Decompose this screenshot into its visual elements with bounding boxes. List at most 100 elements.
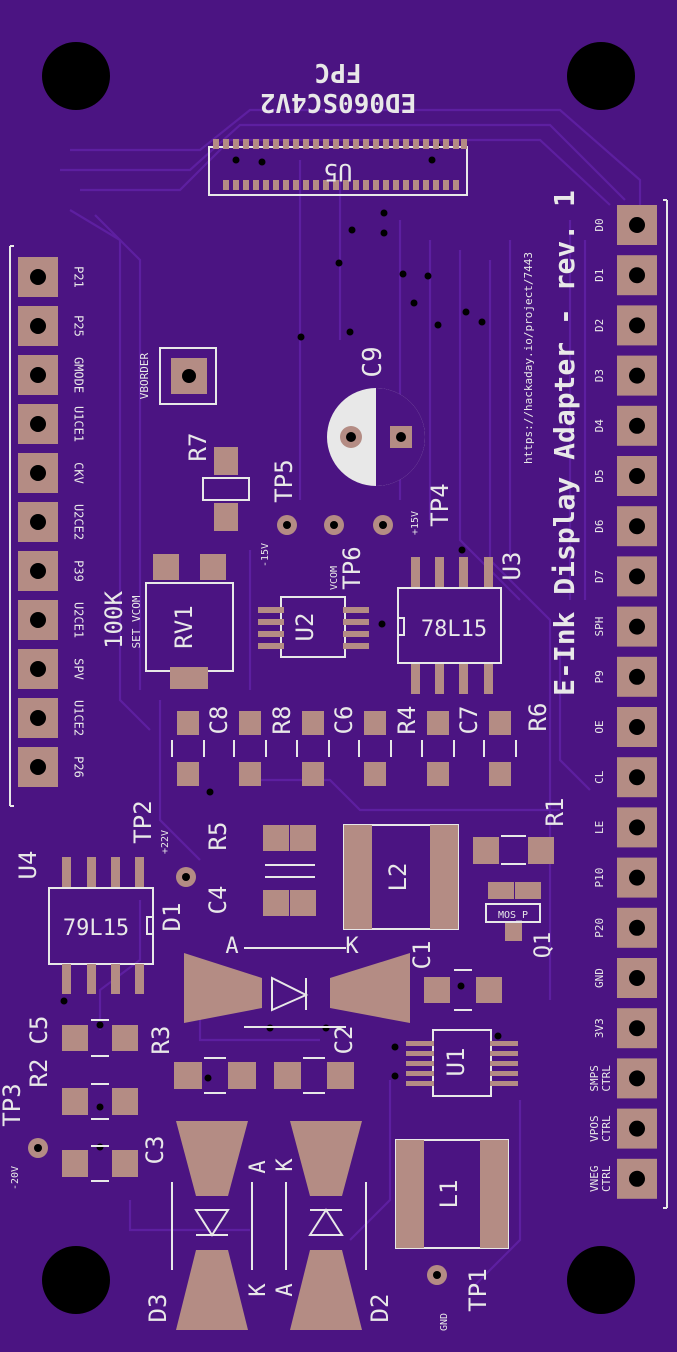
left-header-label: U2CE1 bbox=[72, 602, 86, 638]
right-header-hole bbox=[629, 1170, 645, 1187]
q1-label: Q1 bbox=[531, 932, 556, 959]
fpc-part-label: ED060SC4V2 bbox=[260, 87, 417, 117]
tp1-label: TP1 bbox=[464, 1268, 492, 1311]
d1-pad-right bbox=[330, 953, 410, 1023]
left-header-hole bbox=[30, 465, 46, 481]
c4-pad-right bbox=[290, 890, 316, 916]
rv1-value-label: 100K bbox=[100, 591, 128, 649]
r6-label: R6 bbox=[524, 703, 552, 732]
left-header-hole bbox=[30, 661, 46, 677]
d1-cathode-label: K bbox=[345, 934, 359, 959]
right-header-label: VNEGCTRL bbox=[588, 1165, 613, 1192]
left-header-hole bbox=[30, 318, 46, 334]
l2-pad-right bbox=[430, 825, 458, 929]
d2-pad-bottom bbox=[290, 1250, 362, 1330]
tp4-label: TP4 bbox=[426, 483, 454, 526]
r5-pad-right bbox=[290, 825, 316, 851]
u4-reg-label: 79L15 bbox=[63, 916, 129, 941]
l1-label: L1 bbox=[435, 1180, 463, 1209]
right-header-hole bbox=[629, 819, 645, 836]
left-header-hole bbox=[30, 710, 46, 726]
c1-label: C1 bbox=[408, 941, 436, 970]
right-header-label: GND bbox=[593, 968, 606, 988]
c8-label: C8 bbox=[205, 706, 233, 735]
right-header-label: P20 bbox=[593, 918, 606, 938]
u4-pads bbox=[62, 857, 144, 994]
r2-pad-right bbox=[112, 1088, 138, 1115]
left-header-hole bbox=[30, 563, 46, 579]
rv1-label: RV1 bbox=[170, 605, 198, 648]
tp4-net-label: +15V bbox=[410, 511, 421, 535]
left-header-label: P25 bbox=[72, 315, 86, 337]
tp3-net-label: -20V bbox=[10, 1166, 21, 1190]
right-header-label: D7 bbox=[593, 570, 606, 583]
d3-pad-top bbox=[176, 1121, 248, 1196]
right-header-hole bbox=[629, 468, 645, 484]
left-header-label: SPV bbox=[72, 658, 86, 680]
right-header-label: D5 bbox=[593, 469, 606, 482]
right-header-hole bbox=[629, 568, 645, 585]
d3-pad-bottom bbox=[176, 1250, 248, 1330]
u2-pads bbox=[258, 607, 369, 649]
u1-pads bbox=[406, 1041, 518, 1086]
r8-label: R8 bbox=[268, 706, 296, 735]
right-header-hole bbox=[629, 518, 645, 535]
r3-pad-right bbox=[228, 1062, 256, 1089]
left-header-hole bbox=[30, 269, 46, 285]
u3-outline bbox=[397, 587, 502, 664]
c5-label: C5 bbox=[25, 1016, 53, 1045]
vborder-outline bbox=[159, 347, 217, 405]
u1-label: U1 bbox=[442, 1048, 470, 1077]
left-header-label: U1CE2 bbox=[72, 700, 86, 736]
right-header-label: P10 bbox=[593, 868, 606, 888]
tp5-net-label: -15V bbox=[260, 543, 271, 567]
tp3-label: TP3 bbox=[0, 1083, 26, 1126]
u2-outline bbox=[280, 596, 346, 658]
passive-row bbox=[171, 711, 517, 786]
left-header-label: CKV bbox=[72, 462, 86, 484]
vborder-hole bbox=[182, 369, 196, 383]
l2-pad-left bbox=[344, 825, 372, 929]
right-header-label: D6 bbox=[593, 520, 606, 533]
tp6-label: TP6 bbox=[338, 546, 366, 589]
tp2-label: TP2 bbox=[129, 800, 157, 843]
right-header-hole bbox=[629, 417, 645, 434]
d3-anode-label: A bbox=[246, 1160, 271, 1173]
right-header-label: D3 bbox=[593, 369, 606, 382]
l1-pad-left bbox=[396, 1140, 424, 1248]
board-url: https://hackaday.io/project/7443 bbox=[522, 252, 535, 464]
left-header-label: P26 bbox=[72, 756, 86, 778]
left-header bbox=[9, 245, 58, 807]
q1-pad-1 bbox=[488, 882, 514, 899]
right-header-label: VPOSCTRL bbox=[588, 1115, 613, 1142]
c5-pad-left bbox=[62, 1025, 88, 1051]
right-header-label: D1 bbox=[593, 269, 606, 282]
d2-anode-label: A bbox=[273, 1283, 298, 1296]
left-header-label: U1CE1 bbox=[72, 406, 86, 442]
right-header-hole bbox=[629, 1120, 645, 1137]
tp6-net-label: VCOM bbox=[329, 566, 340, 590]
right-header-label: P9 bbox=[593, 670, 606, 683]
left-header-label: GMODE bbox=[72, 357, 86, 393]
rv1-pad-2 bbox=[200, 554, 226, 580]
c1-pad-right bbox=[476, 977, 502, 1003]
r2-pad-left bbox=[62, 1088, 88, 1115]
c2-pad-left bbox=[274, 1062, 301, 1089]
r7-pad-bottom bbox=[214, 503, 238, 531]
mounting-hole-top-left bbox=[42, 42, 110, 110]
q1-pad-3 bbox=[505, 923, 522, 941]
q1-pad-2 bbox=[515, 882, 541, 899]
c3-pad-left bbox=[62, 1150, 88, 1177]
d1-pad-left bbox=[184, 953, 262, 1023]
right-header bbox=[617, 199, 668, 1209]
right-header-label: D0 bbox=[593, 218, 606, 231]
right-header-label: OE bbox=[593, 720, 606, 733]
right-header-hole bbox=[629, 919, 645, 936]
q1-body-label: MOS_P bbox=[498, 910, 528, 921]
c1-pad-left bbox=[424, 977, 450, 1003]
vborder-label: VBORDER bbox=[138, 352, 151, 399]
left-header-label: P21 bbox=[72, 266, 86, 288]
mounting-hole-bottom-right bbox=[567, 1246, 635, 1314]
right-header-hole bbox=[629, 769, 645, 786]
d3-cathode-label: K bbox=[246, 1283, 271, 1297]
